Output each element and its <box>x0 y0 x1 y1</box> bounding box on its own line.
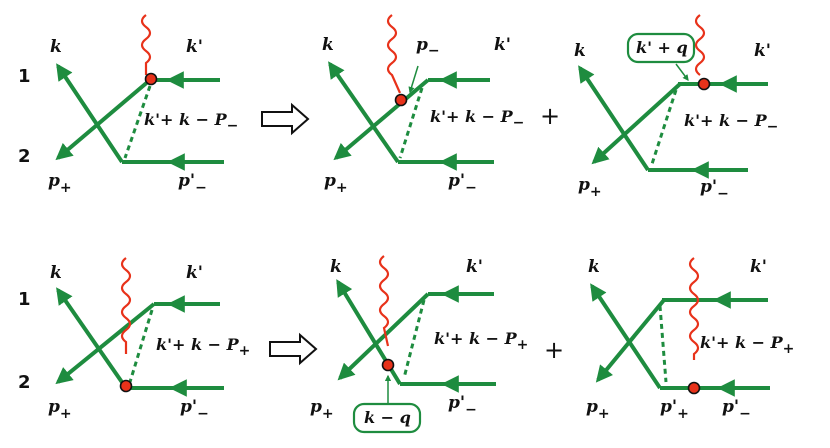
label-pprime-minus: p'− <box>448 171 477 196</box>
row-label-1-bottom: 1 <box>18 289 31 310</box>
label-kprime: k' <box>466 257 483 277</box>
exchange-dashed-line <box>128 309 154 383</box>
vertex-dot-icon <box>381 358 395 372</box>
label-p-minus: p− <box>416 35 440 59</box>
label-kprime: k' <box>186 37 203 57</box>
outgoing-k-line <box>328 61 400 164</box>
label-propagator: k'+ k − P+ <box>156 335 250 359</box>
exchange-dashed-line <box>123 85 152 159</box>
exchange-dashed-line <box>402 299 426 379</box>
vertex-dot-icon <box>144 72 158 86</box>
row-label-2-bottom: 2 <box>18 372 31 393</box>
diagram-top-right: k' + q k k' k'+ k − P− p+ p'− <box>574 14 778 202</box>
outgoing-p-plus-line <box>337 292 430 381</box>
label-k: k <box>574 41 586 61</box>
label-p-plus: p+ <box>310 397 334 422</box>
exchange-dashed-line <box>650 89 678 165</box>
label-propagator: k'+ k − P− <box>430 107 524 131</box>
outgoing-p-plus-line <box>55 78 152 161</box>
photon-wavy-line-icon <box>120 257 132 354</box>
outgoing-k-line <box>578 65 650 172</box>
label-propagator: k'+ k − P+ <box>700 333 794 357</box>
photon-wavy-line-icon <box>688 257 700 360</box>
label-k: k <box>588 257 600 277</box>
label-k: k <box>50 37 62 57</box>
vertex-dot-icon <box>119 379 133 393</box>
kq-minus-badge <box>352 402 422 434</box>
label-kprime: k' <box>754 41 771 61</box>
pointer-arrow-icon <box>675 63 689 82</box>
row-label-1: 1 <box>18 66 31 87</box>
plus-operator: + <box>544 336 564 364</box>
vertex-dot-icon <box>394 93 408 107</box>
label-k: k <box>330 257 342 277</box>
diagram-bottom-right: k k' k'+ k − P+ p+ p'+ p'− <box>586 257 794 422</box>
label-pprime-minus: p'− <box>180 397 209 422</box>
outgoing-k-line <box>590 283 662 390</box>
label-p-plus: p+ <box>324 171 348 196</box>
photon-wavy-line-icon <box>140 14 152 75</box>
label-pprime-plus: p'+ <box>660 397 689 422</box>
label-kprime: k' <box>494 35 511 55</box>
outgoing-p-plus-line <box>595 298 666 383</box>
diagram-top-left: k k' k'+ k − P− p+ p'− <box>48 14 238 196</box>
label-p-plus: p+ <box>48 171 72 196</box>
exchange-dashed-line <box>398 87 424 159</box>
diagram-bottom-middle: k − q k k' k'+ k − P+ p+ p'− <box>310 255 528 434</box>
double-arrow-icon <box>269 332 318 366</box>
plus-operator: + <box>540 102 560 130</box>
photon-wavy-line-icon <box>386 14 402 94</box>
label-p-plus: p+ <box>586 397 610 422</box>
label-k: k <box>50 263 62 283</box>
outgoing-p-plus-line <box>591 82 682 165</box>
label-pprime-minus: p'− <box>700 177 729 202</box>
label-pprime-minus: p'− <box>448 393 477 418</box>
kq-plus-badge <box>626 32 696 64</box>
label-kprime: k' <box>186 263 203 283</box>
vertex-dot-icon <box>687 381 701 395</box>
pointer-arrow-icon <box>408 65 419 94</box>
label-p-plus: p+ <box>578 175 602 200</box>
photon-wavy-line-icon <box>694 14 706 76</box>
label-k: k <box>322 35 334 55</box>
exchange-dashed-line <box>658 305 668 383</box>
vertex-dot-icon <box>697 77 711 91</box>
diagram-bottom-left: k k' k'+ k − P+ p+ p'− <box>48 257 250 422</box>
outgoing-k-line <box>56 287 128 390</box>
label-pprime-minus: p'− <box>722 397 751 422</box>
label-propagator: k'+ k − P− <box>144 110 238 134</box>
label-kprime: k' <box>750 257 767 277</box>
label-propagator: k'+ k − P+ <box>434 329 528 353</box>
outgoing-k-line <box>56 63 124 164</box>
diagram-top-middle: k p− k' k'+ k − P− p+ p'− <box>322 14 524 196</box>
label-pprime-minus: p'− <box>178 171 207 196</box>
double-arrow-icon <box>261 102 310 136</box>
label-propagator: k'+ k − P− <box>684 111 778 135</box>
photon-wavy-line-icon <box>378 255 390 347</box>
outgoing-p-plus-line <box>55 302 156 385</box>
label-kq-minus: k − q <box>364 408 411 427</box>
label-kq-plus: k' + q <box>636 38 688 57</box>
row-label-2: 2 <box>18 146 31 167</box>
label-p-plus: p+ <box>48 397 72 422</box>
